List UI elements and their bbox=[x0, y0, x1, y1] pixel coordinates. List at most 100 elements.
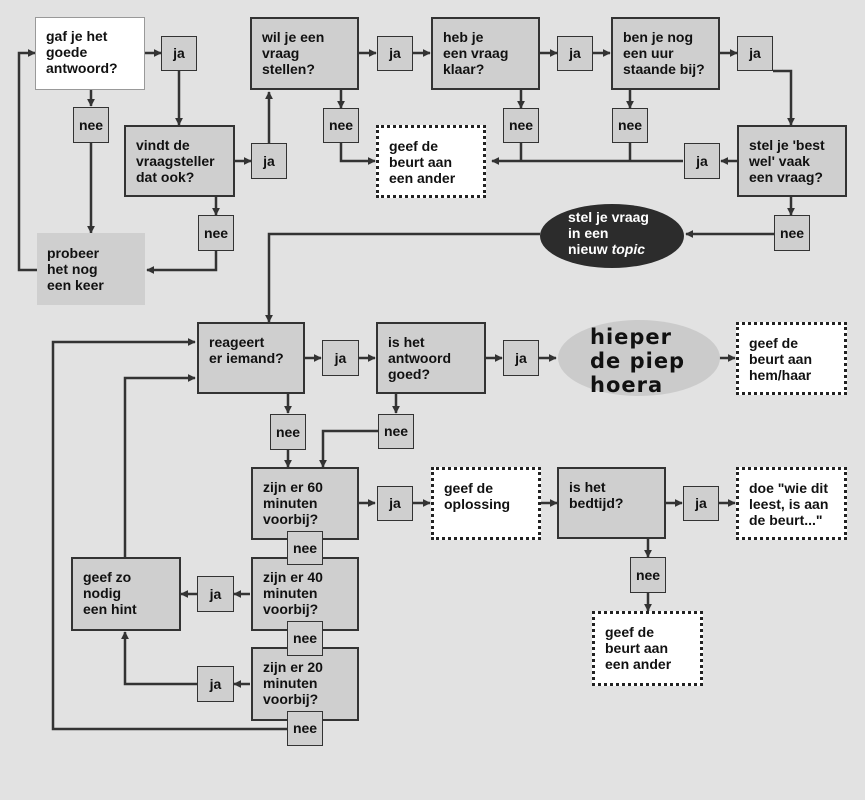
node-text: antwoord bbox=[388, 350, 451, 366]
node-text: beurt aan bbox=[749, 351, 813, 367]
node-text: goed? bbox=[388, 366, 430, 382]
node-text: wil je een bbox=[262, 29, 325, 45]
node-vraag-klaar: heb je een vraag klaar? bbox=[431, 17, 540, 90]
node-text: staande bij? bbox=[623, 61, 705, 77]
label-nee: nee bbox=[198, 215, 234, 251]
node-text: geef zo bbox=[83, 569, 132, 585]
label-ja: ja bbox=[377, 36, 413, 71]
node-text: het nog bbox=[47, 261, 98, 277]
label-text: ja bbox=[334, 350, 347, 366]
node-text: voorbij? bbox=[263, 691, 319, 707]
node-text: geef de bbox=[389, 138, 439, 154]
node-text: bedtijd? bbox=[569, 495, 624, 511]
label-text: ja bbox=[696, 153, 708, 169]
label-text: nee bbox=[635, 567, 661, 583]
label-ja: ja bbox=[197, 576, 234, 612]
node-nieuw-topic: stel je vraag in een nieuw topic bbox=[540, 204, 684, 268]
label-text: ja bbox=[389, 495, 401, 511]
node-20-minuten: zijn er 20 minuten voorbij? bbox=[251, 647, 359, 721]
node-vraag-stellen: wil je een vraag stellen? bbox=[250, 17, 359, 90]
node-hieper: hieper de piep hoera bbox=[558, 320, 720, 397]
label-text: ja bbox=[695, 495, 707, 511]
node-text: de piep bbox=[590, 349, 686, 373]
node-40-minuten: zijn er 40 minuten voorbij? bbox=[251, 557, 359, 631]
node-text: zijn er 20 bbox=[263, 659, 323, 675]
label-nee: nee bbox=[630, 557, 666, 593]
node-beurt-ander-top: geef de beurt aan een ander bbox=[376, 125, 486, 198]
node-text: ben je nog bbox=[623, 29, 693, 45]
node-hint: geef zo nodig een hint bbox=[71, 557, 181, 631]
label-nee: nee bbox=[774, 215, 810, 251]
node-text: hoera bbox=[590, 373, 664, 397]
node-probeer-opnieuw: probeer het nog een keer bbox=[37, 233, 145, 305]
node-text: een ander bbox=[605, 656, 672, 672]
node-text: reageert bbox=[209, 334, 265, 350]
label-text: ja bbox=[389, 45, 401, 61]
label-text: ja bbox=[749, 45, 761, 61]
label-text: ja bbox=[209, 676, 222, 692]
label-text: ja bbox=[569, 45, 581, 61]
label-nee: nee bbox=[287, 531, 323, 565]
label-ja: ja bbox=[161, 36, 197, 71]
label-text: nee bbox=[78, 117, 104, 133]
node-text: wel' vaak bbox=[749, 153, 810, 169]
node-text: hieper bbox=[590, 325, 673, 349]
label-text: ja bbox=[173, 45, 185, 61]
node-text: voorbij? bbox=[263, 601, 319, 617]
label-ja: ja bbox=[503, 340, 539, 376]
node-text: nieuw bbox=[568, 241, 612, 257]
node-text: beurt aan bbox=[605, 640, 669, 656]
node-text: een ander bbox=[389, 170, 456, 186]
node-text: zijn er 60 bbox=[263, 479, 323, 495]
node-reageert: reageert er iemand? bbox=[197, 322, 305, 394]
node-text: goede bbox=[46, 44, 88, 60]
node-text: vindt de bbox=[136, 137, 190, 153]
label-text: nee bbox=[617, 117, 643, 133]
node-60-minuten: zijn er 60 minuten voorbij? bbox=[251, 467, 359, 540]
node-beurt-hem: geef de beurt aan hem/haar bbox=[736, 322, 847, 395]
node-text: minuten bbox=[263, 675, 318, 691]
node-text: geef de bbox=[605, 624, 655, 640]
node-text: geef de bbox=[444, 480, 494, 496]
label-ja: ja bbox=[251, 143, 287, 179]
node-text: gaf je het bbox=[46, 28, 108, 44]
label-text: nee bbox=[292, 630, 318, 646]
label-nee: nee bbox=[378, 414, 414, 449]
node-text: er iemand? bbox=[209, 350, 284, 366]
node-uur-staande: ben je nog een uur staande bij? bbox=[611, 17, 720, 90]
node-text: is het bbox=[569, 479, 606, 495]
node-text: leest, is aan bbox=[749, 496, 829, 512]
node-text: vraagsteller bbox=[136, 153, 215, 169]
node-text: de beurt..." bbox=[749, 512, 823, 528]
node-text: een hint bbox=[83, 601, 137, 617]
node-text: een keer bbox=[47, 277, 104, 293]
node-text: beurt aan bbox=[389, 154, 453, 170]
label-text: nee bbox=[275, 424, 301, 440]
node-text: in een bbox=[568, 225, 609, 241]
label-text: ja bbox=[515, 350, 527, 366]
label-nee: nee bbox=[612, 108, 648, 143]
label-nee: nee bbox=[270, 414, 306, 450]
label-text: nee bbox=[292, 540, 318, 556]
node-antwoord-goed: is het antwoord goed? bbox=[376, 322, 486, 394]
node-bedtijd: is het bedtijd? bbox=[557, 467, 666, 539]
label-nee: nee bbox=[73, 107, 109, 143]
label-ja: ja bbox=[197, 666, 234, 702]
label-ja: ja bbox=[737, 36, 773, 71]
node-best-wel-vaak: stel je 'best wel' vaak een vraag? bbox=[737, 125, 847, 197]
node-text: stellen? bbox=[262, 61, 315, 77]
label-text: ja bbox=[263, 153, 275, 169]
node-text: vraag bbox=[262, 45, 300, 61]
label-text: nee bbox=[328, 117, 354, 133]
label-nee: nee bbox=[287, 621, 323, 656]
label-ja: ja bbox=[684, 143, 720, 179]
node-text: klaar? bbox=[443, 61, 485, 77]
node-text: doe "wie dit bbox=[749, 480, 828, 496]
label-nee: nee bbox=[323, 108, 359, 143]
label-ja: ja bbox=[322, 340, 359, 376]
label-ja: ja bbox=[557, 36, 593, 71]
label-nee: nee bbox=[503, 108, 539, 143]
label-ja: ja bbox=[377, 486, 413, 521]
node-text: geef de bbox=[749, 335, 799, 351]
